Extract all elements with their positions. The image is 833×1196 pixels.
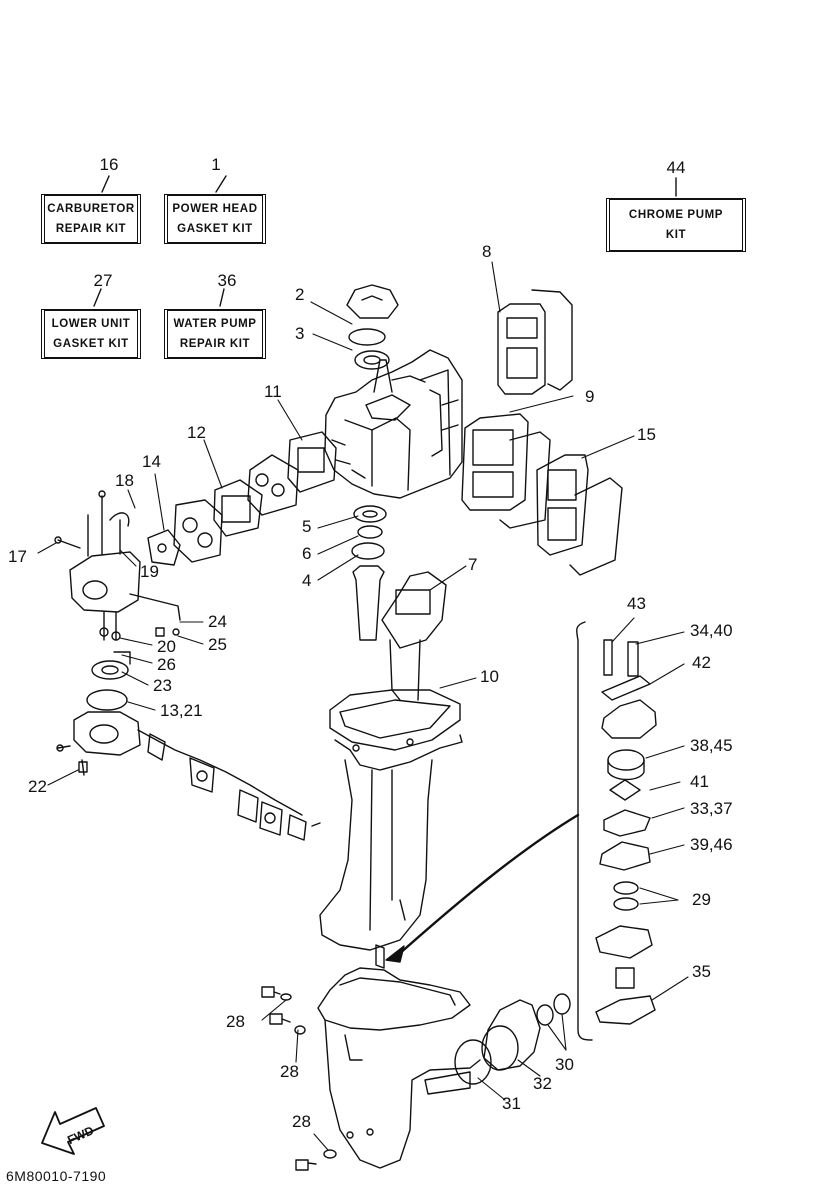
chrome-pump-kit-box: CHROME PUMP KIT — [606, 198, 746, 252]
power-head-gasket-kit-box: POWER HEAD GASKET KIT — [164, 194, 266, 244]
carburetor-repair-kit-box: CARBURETOR REPAIR KIT — [41, 194, 141, 244]
callout-15: 15 — [637, 425, 656, 444]
callout-33-37: 33,37 — [690, 799, 733, 818]
callout-23: 23 — [153, 676, 172, 695]
kit-line: GASKET KIT — [53, 338, 129, 350]
callout-42: 42 — [692, 653, 711, 672]
intake-gaskets — [147, 431, 337, 566]
callout-25: 25 — [208, 635, 227, 654]
callout-7: 7 — [468, 555, 478, 574]
callout-22: 22 — [28, 777, 47, 796]
kit-line: KIT — [665, 229, 687, 241]
callout-43: 43 — [627, 594, 646, 613]
callout-29: 29 — [692, 890, 711, 909]
callout-3: 3 — [295, 324, 305, 343]
callout-41: 41 — [690, 772, 709, 791]
callout-28-middle: 28 — [280, 1062, 299, 1081]
callout-11: 11 — [264, 382, 282, 401]
callout-10: 10 — [480, 667, 499, 686]
callout-13-21: 13,21 — [160, 701, 203, 720]
callout-31: 31 — [502, 1094, 521, 1113]
water-pump-stack — [576, 621, 657, 1041]
callout-28-lower: 28 — [292, 1112, 311, 1131]
kit-number-water-pump: 36 — [217, 271, 237, 290]
lower-unit-gearcase — [317, 944, 481, 1169]
callout-26: 26 — [157, 655, 176, 674]
callout-30: 30 — [555, 1055, 574, 1074]
callout-34-40: 34,40 — [690, 621, 733, 640]
power-head-block — [324, 349, 463, 499]
kit-line: CHROME PUMP — [628, 209, 724, 221]
callout-14: 14 — [142, 452, 161, 471]
callout-6: 6 — [302, 544, 312, 563]
fwd-arrow — [41, 1107, 105, 1155]
carburetor-assembly — [54, 490, 321, 841]
callout-12: 12 — [187, 423, 206, 442]
callout-28-upper: 28 — [226, 1012, 245, 1031]
callout-5: 5 — [302, 517, 312, 536]
callout-32: 32 — [533, 1074, 552, 1093]
drive-shaft-housing — [319, 565, 463, 951]
kit-line: GASKET KIT — [177, 223, 253, 235]
kit-number-carburetor: 16 — [99, 155, 119, 174]
kit-line: LOWER UNIT — [51, 318, 131, 330]
assembly-arrow — [396, 813, 580, 957]
assembly-arrowhead — [385, 945, 405, 963]
kit-leaders — [93, 175, 677, 307]
kit-line: POWER HEAD — [172, 203, 258, 215]
kit-line: CARBURETOR — [47, 203, 135, 215]
kit-line: REPAIR KIT — [179, 338, 251, 350]
exhaust-gaskets — [461, 289, 623, 576]
callout-38-45: 38,45 — [690, 736, 733, 755]
water-pump-repair-kit-box: WATER PUMP REPAIR KIT — [164, 309, 266, 359]
kit-number-power-head: 1 — [211, 155, 221, 174]
lower-unit-gasket-kit-box: LOWER UNIT GASKET KIT — [41, 309, 141, 359]
callout-leaders — [37, 261, 689, 1151]
lower-unit-hardware — [261, 986, 571, 1171]
callout-19: 19 — [140, 562, 159, 581]
head-cap-parts — [346, 284, 399, 370]
callout-4: 4 — [302, 571, 312, 590]
callout-24: 24 — [208, 612, 227, 631]
kit-line: WATER PUMP — [173, 318, 257, 330]
callout-2: 2 — [295, 285, 305, 304]
lower-seals — [351, 505, 387, 560]
diagram-code: 6M80010-7190 — [6, 1168, 107, 1184]
kit-number-chrome-pump: 44 — [666, 158, 686, 177]
callout-35: 35 — [692, 962, 711, 981]
callout-20: 20 — [157, 637, 176, 656]
callout-9: 9 — [585, 387, 595, 406]
kit-line: REPAIR KIT — [55, 223, 127, 235]
callout-18: 18 — [115, 471, 134, 490]
callout-8: 8 — [482, 242, 492, 261]
callout-39-46: 39,46 — [690, 835, 733, 854]
kit-number-lower-unit: 27 — [93, 271, 113, 290]
fwd-label: FWD — [65, 1123, 96, 1147]
callout-17: 17 — [8, 547, 27, 566]
